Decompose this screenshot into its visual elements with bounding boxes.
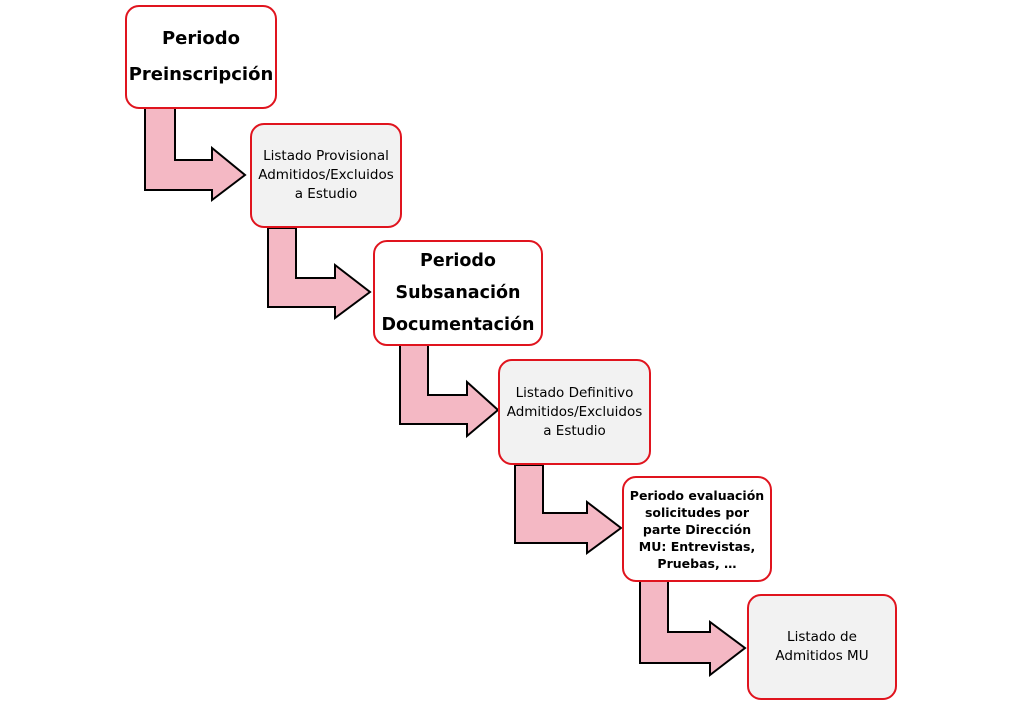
- step-label: Listado Provisional Admitidos/Excluidos …: [258, 148, 394, 202]
- step-label: Periodo Preinscripción: [128, 28, 274, 85]
- connector-arrow-2: [267, 227, 372, 320]
- step-periodo-subsanacion: Periodo Subsanación Documentación: [373, 240, 543, 346]
- step-label: Periodo evaluación solicitudes por parte…: [629, 487, 765, 571]
- step-label: Listado de Admitidos MU: [775, 629, 869, 664]
- connector-arrow-4: [514, 464, 623, 555]
- step-listado-provisional: Listado Provisional Admitidos/Excluidos …: [250, 123, 402, 228]
- step-label: Listado Definitivo Admitidos/Excluidos a…: [506, 384, 643, 439]
- step-listado-definitivo: Listado Definitivo Admitidos/Excluidos a…: [498, 359, 651, 465]
- connector-arrow-3: [399, 344, 500, 439]
- connector-arrow-1: [144, 107, 247, 203]
- step-periodo-evaluacion: Periodo evaluación solicitudes por parte…: [622, 476, 772, 582]
- step-label: Periodo Subsanación Documentación: [381, 251, 535, 335]
- step-listado-admitidos: Listado de Admitidos MU: [747, 594, 897, 700]
- step-periodo-preinscripcion: Periodo Preinscripción: [125, 5, 277, 109]
- connector-arrow-5: [639, 579, 747, 678]
